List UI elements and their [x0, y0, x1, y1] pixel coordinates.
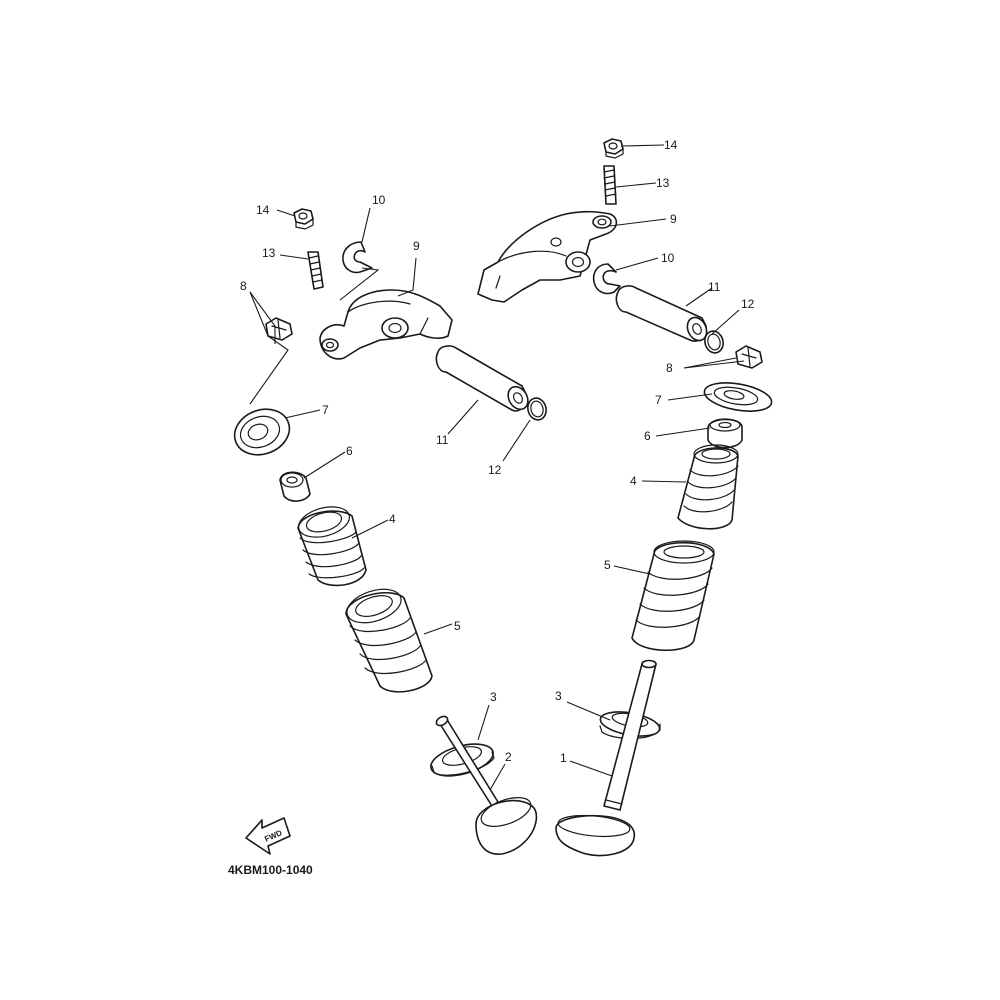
part-4-inner-spring-left — [297, 506, 367, 587]
callout-13-right: 13 — [656, 176, 670, 190]
part-1-valve-exhaust — [555, 659, 657, 857]
part-13-adjusting-screw-right — [603, 165, 617, 205]
callout-10-left: 10 — [372, 193, 386, 207]
part-4-inner-spring-right — [677, 444, 739, 530]
callout-13-left: 13 — [262, 246, 276, 260]
part-8-valve-cotter-right — [735, 345, 763, 369]
part-11-rocker-shaft-right — [615, 285, 708, 342]
part-14-locknut-left — [293, 208, 314, 230]
part-9-rocker-arm-left — [319, 289, 453, 360]
callout-14-right: 14 — [664, 138, 678, 152]
callout-11-right: 11 — [708, 280, 721, 294]
callout-7-right: 7 — [655, 393, 662, 407]
callout-5-left: 5 — [454, 619, 461, 633]
callout-6-left: 6 — [346, 444, 353, 458]
part-10-clip-left — [342, 241, 373, 274]
part-13-adjusting-screw-left — [307, 251, 324, 290]
part-6-stem-seal-left — [279, 471, 311, 502]
callout-9-right: 9 — [670, 212, 677, 226]
part-5-outer-spring-left — [345, 588, 433, 693]
part-2-valve-intake — [435, 715, 538, 855]
part-12-o-ring-left — [527, 397, 547, 421]
callout-9-left: 9 — [413, 239, 420, 253]
callout-4-left: 4 — [389, 512, 396, 526]
callout-3-right: 3 — [555, 689, 562, 703]
part-7-spring-retainer-right — [703, 382, 773, 412]
part-14-locknut-right — [603, 138, 624, 159]
part-12-o-ring-right — [704, 330, 724, 354]
callout-labels: 14 10 13 9 8 7 6 4 5 11 12 3 2 14 13 9 1… — [240, 138, 755, 765]
callout-10-right: 10 — [661, 251, 675, 265]
callout-5-right: 5 — [604, 558, 611, 572]
callout-8-left: 8 — [240, 279, 247, 293]
callout-12-left: 12 — [488, 463, 502, 477]
callout-14-left: 14 — [256, 203, 270, 217]
part-10-clip-right — [592, 263, 621, 295]
part-7-spring-retainer-left — [233, 408, 291, 456]
callout-4-right: 4 — [630, 474, 637, 488]
callout-12-right: 12 — [741, 297, 755, 311]
part-9-rocker-arm-right — [477, 210, 618, 303]
leader-lines — [249, 144, 745, 791]
fwd-arrow-icon: FWD — [245, 817, 291, 855]
callout-6-right: 6 — [644, 429, 651, 443]
callout-3-left: 3 — [490, 690, 497, 704]
callout-8-right: 8 — [666, 361, 673, 375]
part-11-rocker-shaft-left — [435, 345, 529, 412]
part-6-stem-seal-right — [707, 418, 743, 449]
diagram-code: 4KBM100-1040 — [228, 863, 313, 877]
callout-2: 2 — [505, 750, 512, 764]
callout-7-left: 7 — [322, 403, 329, 417]
part-5-outer-spring-right — [631, 540, 715, 652]
callout-11-left: 11 — [436, 433, 449, 447]
callout-1: 1 — [560, 751, 567, 765]
